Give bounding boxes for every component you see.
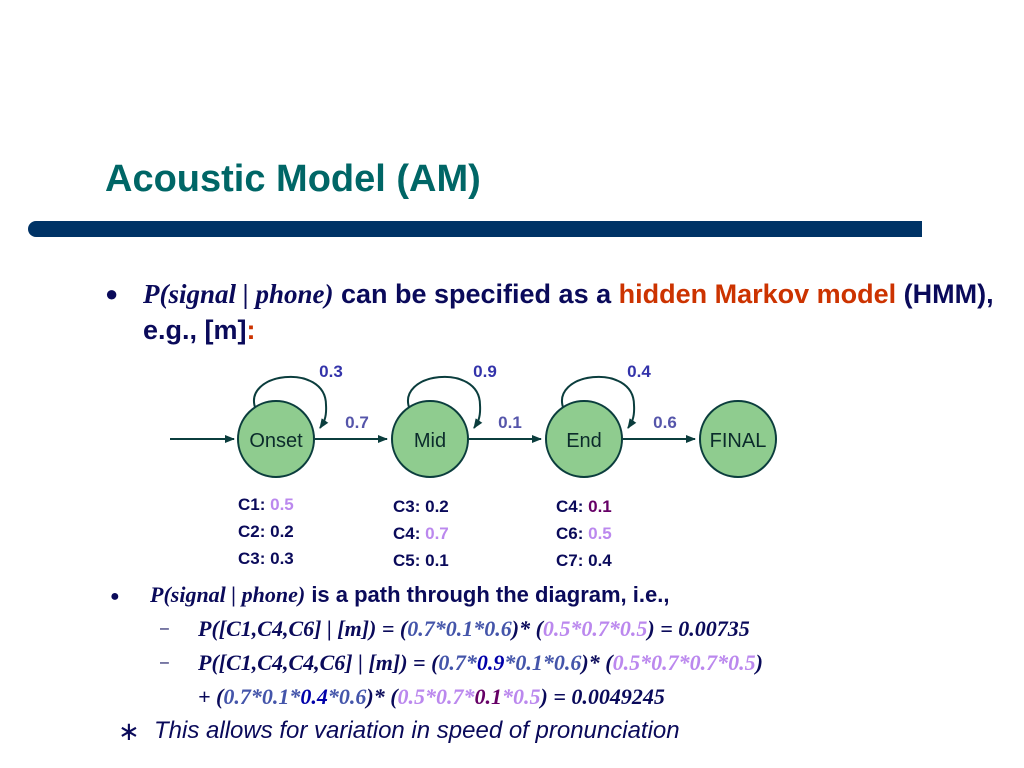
formula-part: P([C1,C4,C6] | [m]) = ( bbox=[198, 616, 408, 641]
emission-label: C3: 0.2 bbox=[393, 497, 449, 516]
transition-prob-end-final: 0.6 bbox=[653, 413, 677, 432]
formula-text: P([C1,C4,C6] | [m]) = (0.7*0.1*0.6)* (0.… bbox=[198, 614, 750, 644]
slide-title: Acoustic Model (AM) bbox=[105, 158, 481, 200]
state-label-end: End bbox=[566, 430, 602, 452]
state-label-mid: Mid bbox=[414, 430, 446, 452]
formula-part: *0.6 bbox=[327, 684, 367, 709]
emission-label: C1: bbox=[238, 495, 271, 514]
formula-part: ) = 0.0049245 bbox=[540, 684, 665, 709]
emission-item: C3: 0.2 bbox=[393, 493, 449, 520]
emission-label: C4: bbox=[556, 497, 589, 516]
formula-part: )* ( bbox=[581, 650, 613, 675]
formula-part: 0.7*0.1*0.6 bbox=[407, 616, 512, 641]
bullet-text-part: (HMM), e.g., [m] bbox=[143, 279, 994, 345]
formula-part: *0.5 bbox=[502, 684, 541, 709]
bullet-colon: : bbox=[246, 315, 256, 345]
emission-label: C3: 0.3 bbox=[238, 549, 294, 568]
star-bullet-marker: ∗ bbox=[118, 716, 140, 746]
bullet-red-term: hidden Markov model bbox=[618, 279, 897, 309]
bullet-text-part: can be specified as a bbox=[333, 279, 619, 309]
formula-part: 0.9 bbox=[476, 650, 505, 675]
state-node-end bbox=[545, 400, 623, 478]
bullet-italic-term: P(signal | phone) bbox=[143, 279, 334, 309]
self-loop-onset bbox=[253, 375, 329, 429]
sub-bullet-marker: – bbox=[160, 620, 169, 637]
self-loop-mid bbox=[407, 375, 483, 429]
formula-part: )* ( bbox=[366, 684, 398, 709]
emission-label: C6: bbox=[556, 524, 589, 543]
state-label-onset: Onset bbox=[249, 430, 303, 452]
emission-item: C5: 0.1 bbox=[393, 547, 449, 574]
formula-part: 0.5*0.7*0.5 bbox=[542, 616, 648, 641]
state-node-onset bbox=[237, 400, 315, 478]
bullet-text: This allows for variation in speed of pr… bbox=[154, 717, 680, 744]
bullet-text-part: is a path through the diagram, i.e., bbox=[305, 582, 670, 607]
emission-value: 0.7 bbox=[425, 524, 449, 543]
formula-part: + ( bbox=[198, 684, 224, 709]
title-underline-bar bbox=[28, 221, 922, 237]
formula-part: *0.1*0.6 bbox=[504, 650, 582, 675]
formula-part: 0.5*0.7* bbox=[397, 684, 475, 709]
bullet-italic-term: P(signal | phone) bbox=[150, 582, 306, 607]
emission-label: C4: bbox=[393, 524, 426, 543]
emission-item: C2: 0.2 bbox=[238, 518, 294, 545]
self-loop-end bbox=[561, 375, 637, 429]
formula-text: P([C1,C4,C4,C6] | [m]) = (0.7*0.9*0.1*0.… bbox=[198, 648, 763, 678]
emission-value: 0.5 bbox=[588, 524, 612, 543]
formula-text: + (0.7*0.1*0.4*0.6)* (0.5*0.7*0.1*0.5) =… bbox=[198, 682, 665, 712]
formula-part: 0.4 bbox=[300, 684, 328, 709]
emission-value: 0.5 bbox=[270, 495, 294, 514]
emission-item: C6: 0.5 bbox=[556, 520, 612, 547]
self-loop-prob-end: 0.4 bbox=[627, 362, 651, 381]
bullet-text: P(signal | phone) is a path through the … bbox=[150, 580, 669, 610]
emission-item: C1: 0.5 bbox=[238, 491, 294, 518]
formula-part: 0.7*0.1* bbox=[223, 684, 301, 709]
bullet-marker: ● bbox=[110, 588, 120, 605]
emissions-onset: C1: 0.5 C2: 0.2 C3: 0.3 bbox=[238, 491, 294, 572]
emission-label: C7: 0.4 bbox=[556, 551, 612, 570]
transition-prob-onset-mid: 0.7 bbox=[345, 413, 369, 432]
formula-part: 0.1 bbox=[474, 684, 503, 709]
emission-item: C4: 0.7 bbox=[393, 520, 449, 547]
formula-part: 0.7* bbox=[438, 650, 477, 675]
emissions-end: C4: 0.1 C6: 0.5 C7: 0.4 bbox=[556, 493, 612, 574]
state-node-mid bbox=[391, 400, 469, 478]
transition-prob-mid-end: 0.1 bbox=[498, 413, 522, 432]
bullet-marker: ● bbox=[105, 281, 119, 306]
self-loop-prob-onset: 0.3 bbox=[319, 362, 343, 381]
formula-part: ) bbox=[755, 650, 763, 675]
formula-part: P([C1,C4,C4,C6] | [m]) = ( bbox=[198, 650, 439, 675]
emission-item: C4: 0.1 bbox=[556, 493, 612, 520]
emission-item: C7: 0.4 bbox=[556, 547, 612, 574]
bullet-text: P(signal | phone) can be specified as a … bbox=[143, 276, 1003, 348]
formula-part: ) = 0.00735 bbox=[647, 616, 750, 641]
formula-part: 0.5*0.7*0.7*0.5 bbox=[612, 650, 756, 675]
self-loop-prob-mid: 0.9 bbox=[473, 362, 497, 381]
emission-item: C3: 0.3 bbox=[238, 545, 294, 572]
emission-label: C2: 0.2 bbox=[238, 522, 294, 541]
emissions-mid: C3: 0.2 C4: 0.7 C5: 0.1 bbox=[393, 493, 449, 574]
state-label-final: FINAL bbox=[710, 430, 767, 452]
state-node-final bbox=[699, 400, 777, 478]
formula-part: )* ( bbox=[511, 616, 543, 641]
sub-bullet-marker: – bbox=[160, 654, 169, 671]
emission-value: 0.1 bbox=[588, 497, 612, 516]
emission-label: C5: 0.1 bbox=[393, 551, 449, 570]
